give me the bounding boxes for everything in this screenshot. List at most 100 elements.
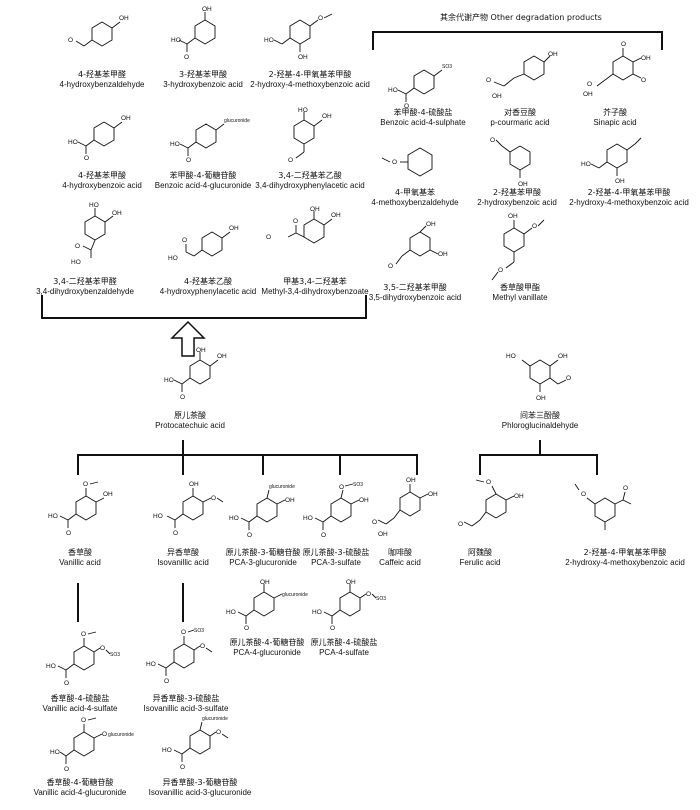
structure-2-hydroxybenzoic-acid: O OH [490, 137, 531, 188]
structure-p-coumaric-acid: OH O OH [486, 51, 558, 100]
svg-text:O: O [486, 77, 491, 84]
structure-vanillic-acid-4-glucuronide: O O glucuronide HO O [50, 717, 134, 773]
svg-text:O: O [486, 479, 491, 486]
svg-text:O: O [247, 532, 252, 539]
svg-text:OH: OH [426, 221, 436, 228]
svg-text:HO: HO [71, 259, 81, 266]
svg-text:OH: OH [514, 493, 524, 500]
structure-methyl-3-4-dihydroxybenzoate: OH OH O O [266, 206, 341, 244]
structure-4-methoxybenzaldehyde: O [381, 147, 433, 177]
svg-text:OH: OH [359, 497, 369, 504]
structure-pca-4-glucuronide: OH glucuronide HO O [226, 579, 308, 632]
up-arrow [170, 320, 206, 357]
structure-3-4-dihydroxybenzaldehyde: HO OH HOO [71, 202, 122, 266]
svg-text:glucuronide: glucuronide [269, 484, 295, 490]
svg-text:HO: HO [506, 353, 516, 360]
structure-vanillic-acid-4-sulfate: O O SO3 HO O [46, 631, 120, 687]
structure-pca-3-sulfate: O SO3 OH HO O [303, 482, 369, 539]
svg-text:glucuronide: glucuronide [224, 118, 250, 124]
svg-text:O: O [490, 137, 495, 144]
svg-text:HO: HO [298, 107, 308, 114]
svg-text:O: O [581, 491, 586, 498]
svg-text:O: O [84, 155, 89, 162]
svg-text:OH: OH [558, 353, 568, 360]
svg-text:O: O [321, 532, 326, 539]
svg-text:OH: OH [583, 91, 593, 98]
structure-3-hydroxybenzoic-acid: OH HOO [171, 6, 216, 61]
svg-text:HO: HO [264, 37, 274, 44]
svg-text:HO: HO [226, 609, 236, 616]
svg-text:OH: OH [406, 477, 416, 484]
structure-isovanillic-acid-3-glucuronide: glucuronide O HO O [162, 716, 229, 771]
svg-text:O: O [180, 764, 185, 771]
svg-text:O: O [293, 218, 298, 225]
other-products-bracket [372, 31, 663, 50]
svg-text:OH: OH [492, 93, 502, 100]
svg-text:O: O [641, 77, 646, 84]
svg-text:OH: OH [548, 51, 558, 58]
svg-text:HO: HO [312, 609, 322, 616]
structure-isovanillic-acid: OH O HO O [153, 481, 224, 537]
svg-text:OH: OH [196, 347, 206, 354]
svg-text:O: O [83, 481, 88, 488]
svg-text:OH: OH [322, 113, 332, 120]
svg-text:SO3: SO3 [442, 64, 452, 70]
svg-text:O: O [182, 237, 187, 244]
structure-2-hydroxy-4-methoxybenzoic-acid-2: HO OH [581, 137, 642, 185]
svg-text:HO: HO [46, 663, 56, 670]
structure-pca-3-glucuronide: glucuronide OH HO O [229, 484, 295, 539]
svg-text:O: O [330, 625, 335, 632]
svg-text:HO: HO [229, 515, 239, 522]
svg-text:O: O [200, 643, 205, 650]
svg-text:OH: OH [346, 579, 356, 586]
svg-text:glucuronide: glucuronide [108, 732, 134, 738]
structure-3-5-dihydroxybenzoic-acid: OH OH O [388, 221, 448, 270]
svg-text:OH: OH [508, 213, 518, 220]
structure-protocatechuic-acid: OH OH HO O [164, 347, 227, 401]
svg-text:O: O [458, 521, 463, 528]
svg-text:OH: OH [121, 115, 131, 122]
svg-text:OH: OH [103, 491, 113, 498]
svg-text:O: O [211, 495, 216, 502]
structure-4-hydroxybenzoic-acid: OH HO O [68, 115, 131, 162]
svg-text:O: O [388, 263, 393, 270]
svg-text:OH: OH [260, 579, 270, 586]
svg-text:HO: HO [171, 37, 181, 44]
svg-text:HO: HO [388, 87, 398, 94]
structure-sinapic-acid: O OH O OHO [583, 41, 651, 98]
svg-text:HO: HO [162, 747, 172, 754]
svg-text:OH: OH [378, 531, 388, 538]
svg-text:O: O [186, 157, 191, 164]
svg-text:HO: HO [68, 139, 78, 146]
svg-text:HO: HO [581, 161, 591, 168]
svg-text:OH: OH [518, 181, 528, 188]
svg-text:OH: OH [615, 178, 625, 185]
svg-text:O: O [164, 678, 169, 685]
svg-text:O: O [621, 41, 626, 48]
svg-text:OH: OH [428, 491, 438, 498]
svg-text:HO: HO [170, 141, 180, 148]
svg-text:O: O [66, 530, 71, 537]
svg-text:O: O [75, 243, 80, 250]
svg-text:O: O [102, 731, 107, 738]
svg-text:O: O [173, 530, 178, 537]
svg-text:OH: OH [298, 54, 308, 61]
structure-3-4-dihydroxyphenylacetic-acid: HO OH O [288, 107, 332, 164]
svg-text:SO3: SO3 [194, 628, 204, 634]
structure-pca-4-sulfate: OH O SO3 HO O [312, 579, 386, 632]
svg-text:HO: HO [168, 255, 178, 262]
svg-text:HO: HO [146, 661, 156, 668]
svg-text:O: O [181, 629, 186, 636]
svg-text:O: O [366, 591, 371, 598]
